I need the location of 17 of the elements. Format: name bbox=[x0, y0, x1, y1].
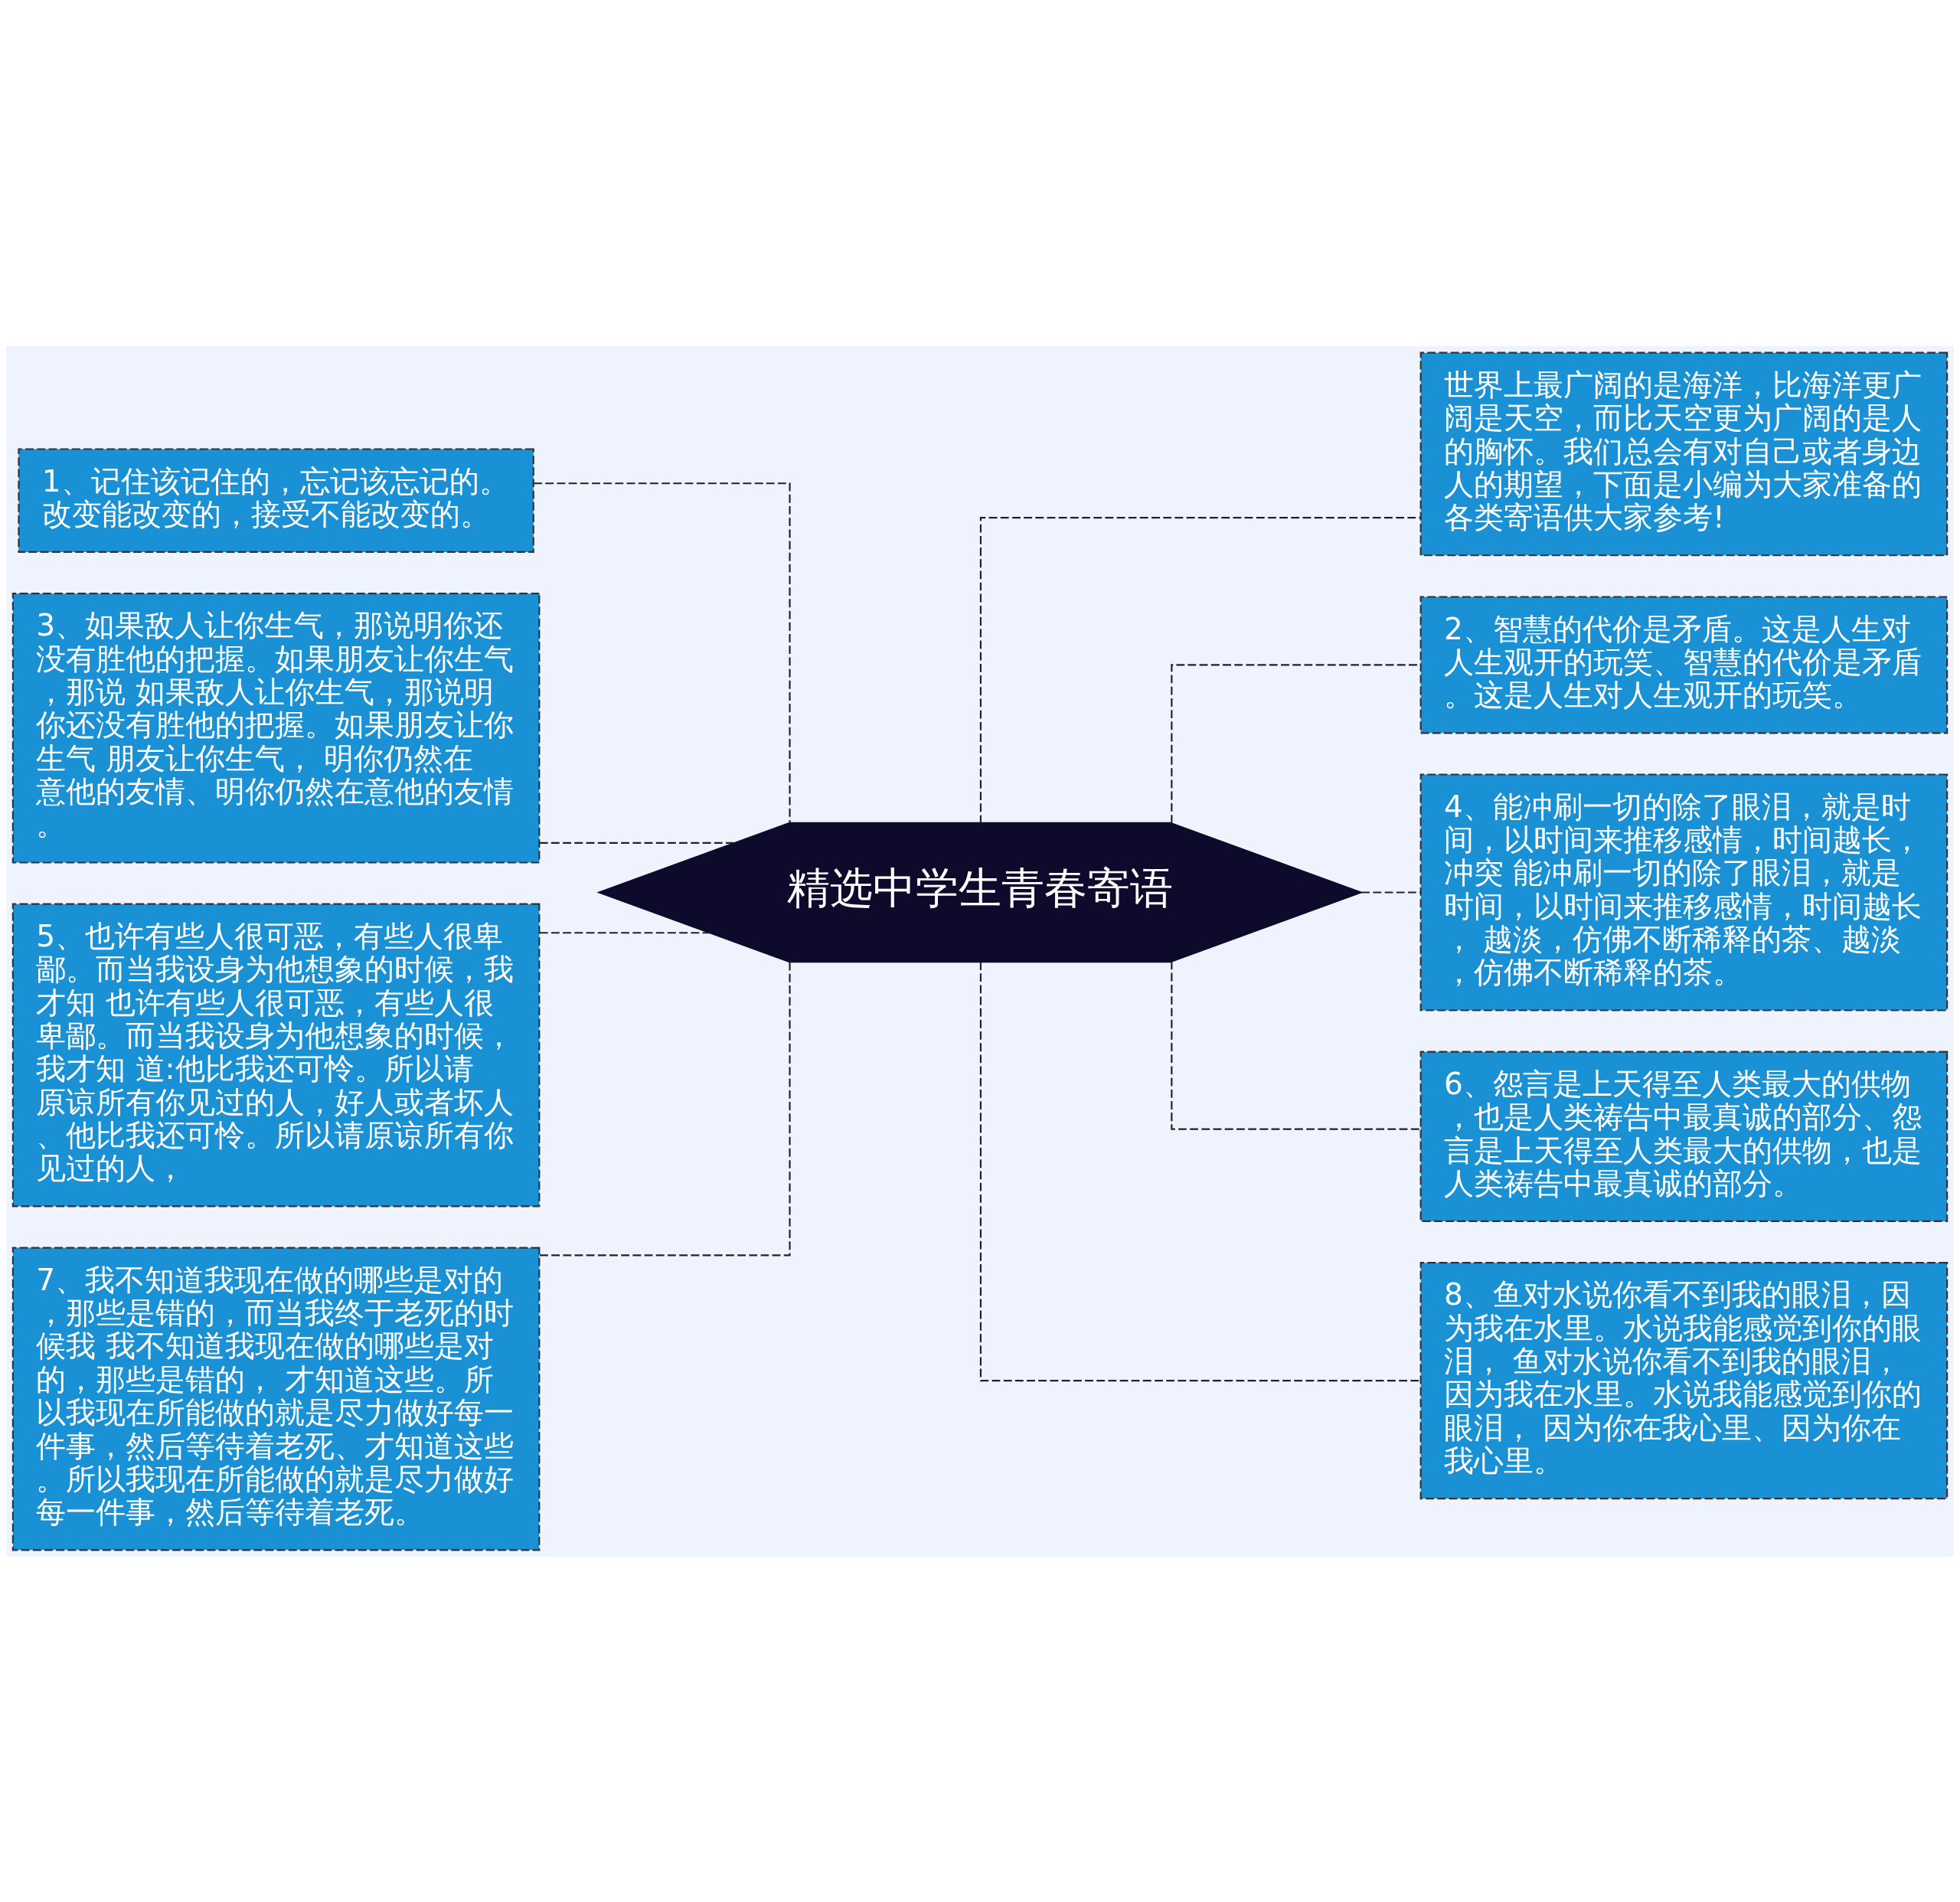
node-box: 5、也许有些人很可恶，有些人很卑鄙。而当我设身为他想象的时候，我才知 也许有些人很可恶，有些人很卑鄙。而当我设身为他想象的时候，我才知 道:他比我还可怜。所以请原谅所有你见过的人，好人或者坏人、他比我还可怜。所以请原谅所有你见过的人， bbox=[11, 903, 541, 1207]
connector bbox=[979, 516, 1421, 823]
connector bbox=[539, 931, 710, 933]
node-box: 1、记住该记住的，忘记该忘记的。改变能改变的，接受不能改变的。 bbox=[18, 447, 534, 553]
connector bbox=[1171, 961, 1421, 1130]
connector bbox=[539, 961, 791, 1256]
connector bbox=[1361, 891, 1421, 894]
node-box: 7、我不知道我现在做的哪些是对的，那些是错的，而当我终于老死的时候我 我不知道我现在做的哪些是对的，那些是错的， 才知道这些。所以我现在所能做的就是尽力做好每一件事，然后等待着老死、才知道这些。所以我现在所能做的就是尽力做好每一件事，然后等待着老死。 bbox=[11, 1247, 541, 1551]
node-box: 3、如果敌人让你生气，那说明你还没有胜他的把握。如果朋友让你生气，那说 如果敌人让你生气，那说明你还没有胜他的把握。如果朋友让你生气 朋友让你生气， 明你仍然在意他的友情、明你仍然在意他的友情。 bbox=[11, 592, 541, 864]
node-box: 6、怨言是上天得至人类最大的供物，也是人类祷告中最真诚的部分、怨言是上天得至人类最大的供物，也是人类祷告中最真诚的部分。 bbox=[1419, 1051, 1949, 1222]
node-box: 4、能冲刷一切的除了眼泪，就是时间，以时间来推移感情，时间越长，冲突 能冲刷一切的除了眼泪，就是时间，以时间来推移感情，时间越长， 越淡，仿佛不断稀释的茶、越淡，仿佛不断稀释的茶。 bbox=[1419, 773, 1949, 1011]
connector bbox=[539, 842, 735, 844]
node-box: 2、智慧的代价是矛盾。这是人生对人生观开的玩笑、智慧的代价是矛盾。这是人生对人生观开的玩笑。 bbox=[1419, 595, 1949, 734]
connector bbox=[534, 482, 791, 823]
node-box: 世界上最广阔的是海洋，比海洋更广阔是天空，而比天空更为广阔的是人的胸怀。我们总会有对自己或者身边人的期望，下面是小编为大家准备的各类寄语供大家参考! bbox=[1419, 351, 1949, 556]
node-box: 8、鱼对水说你看不到我的眼泪，因为我在水里。水说我能感觉到你的眼泪， 鱼对水说你看不到我的眼泪，因为我在水里。水说我能感觉到你的眼泪， 因为你在我心里、因为你在我心里。 bbox=[1419, 1261, 1949, 1499]
connector bbox=[979, 961, 1421, 1381]
